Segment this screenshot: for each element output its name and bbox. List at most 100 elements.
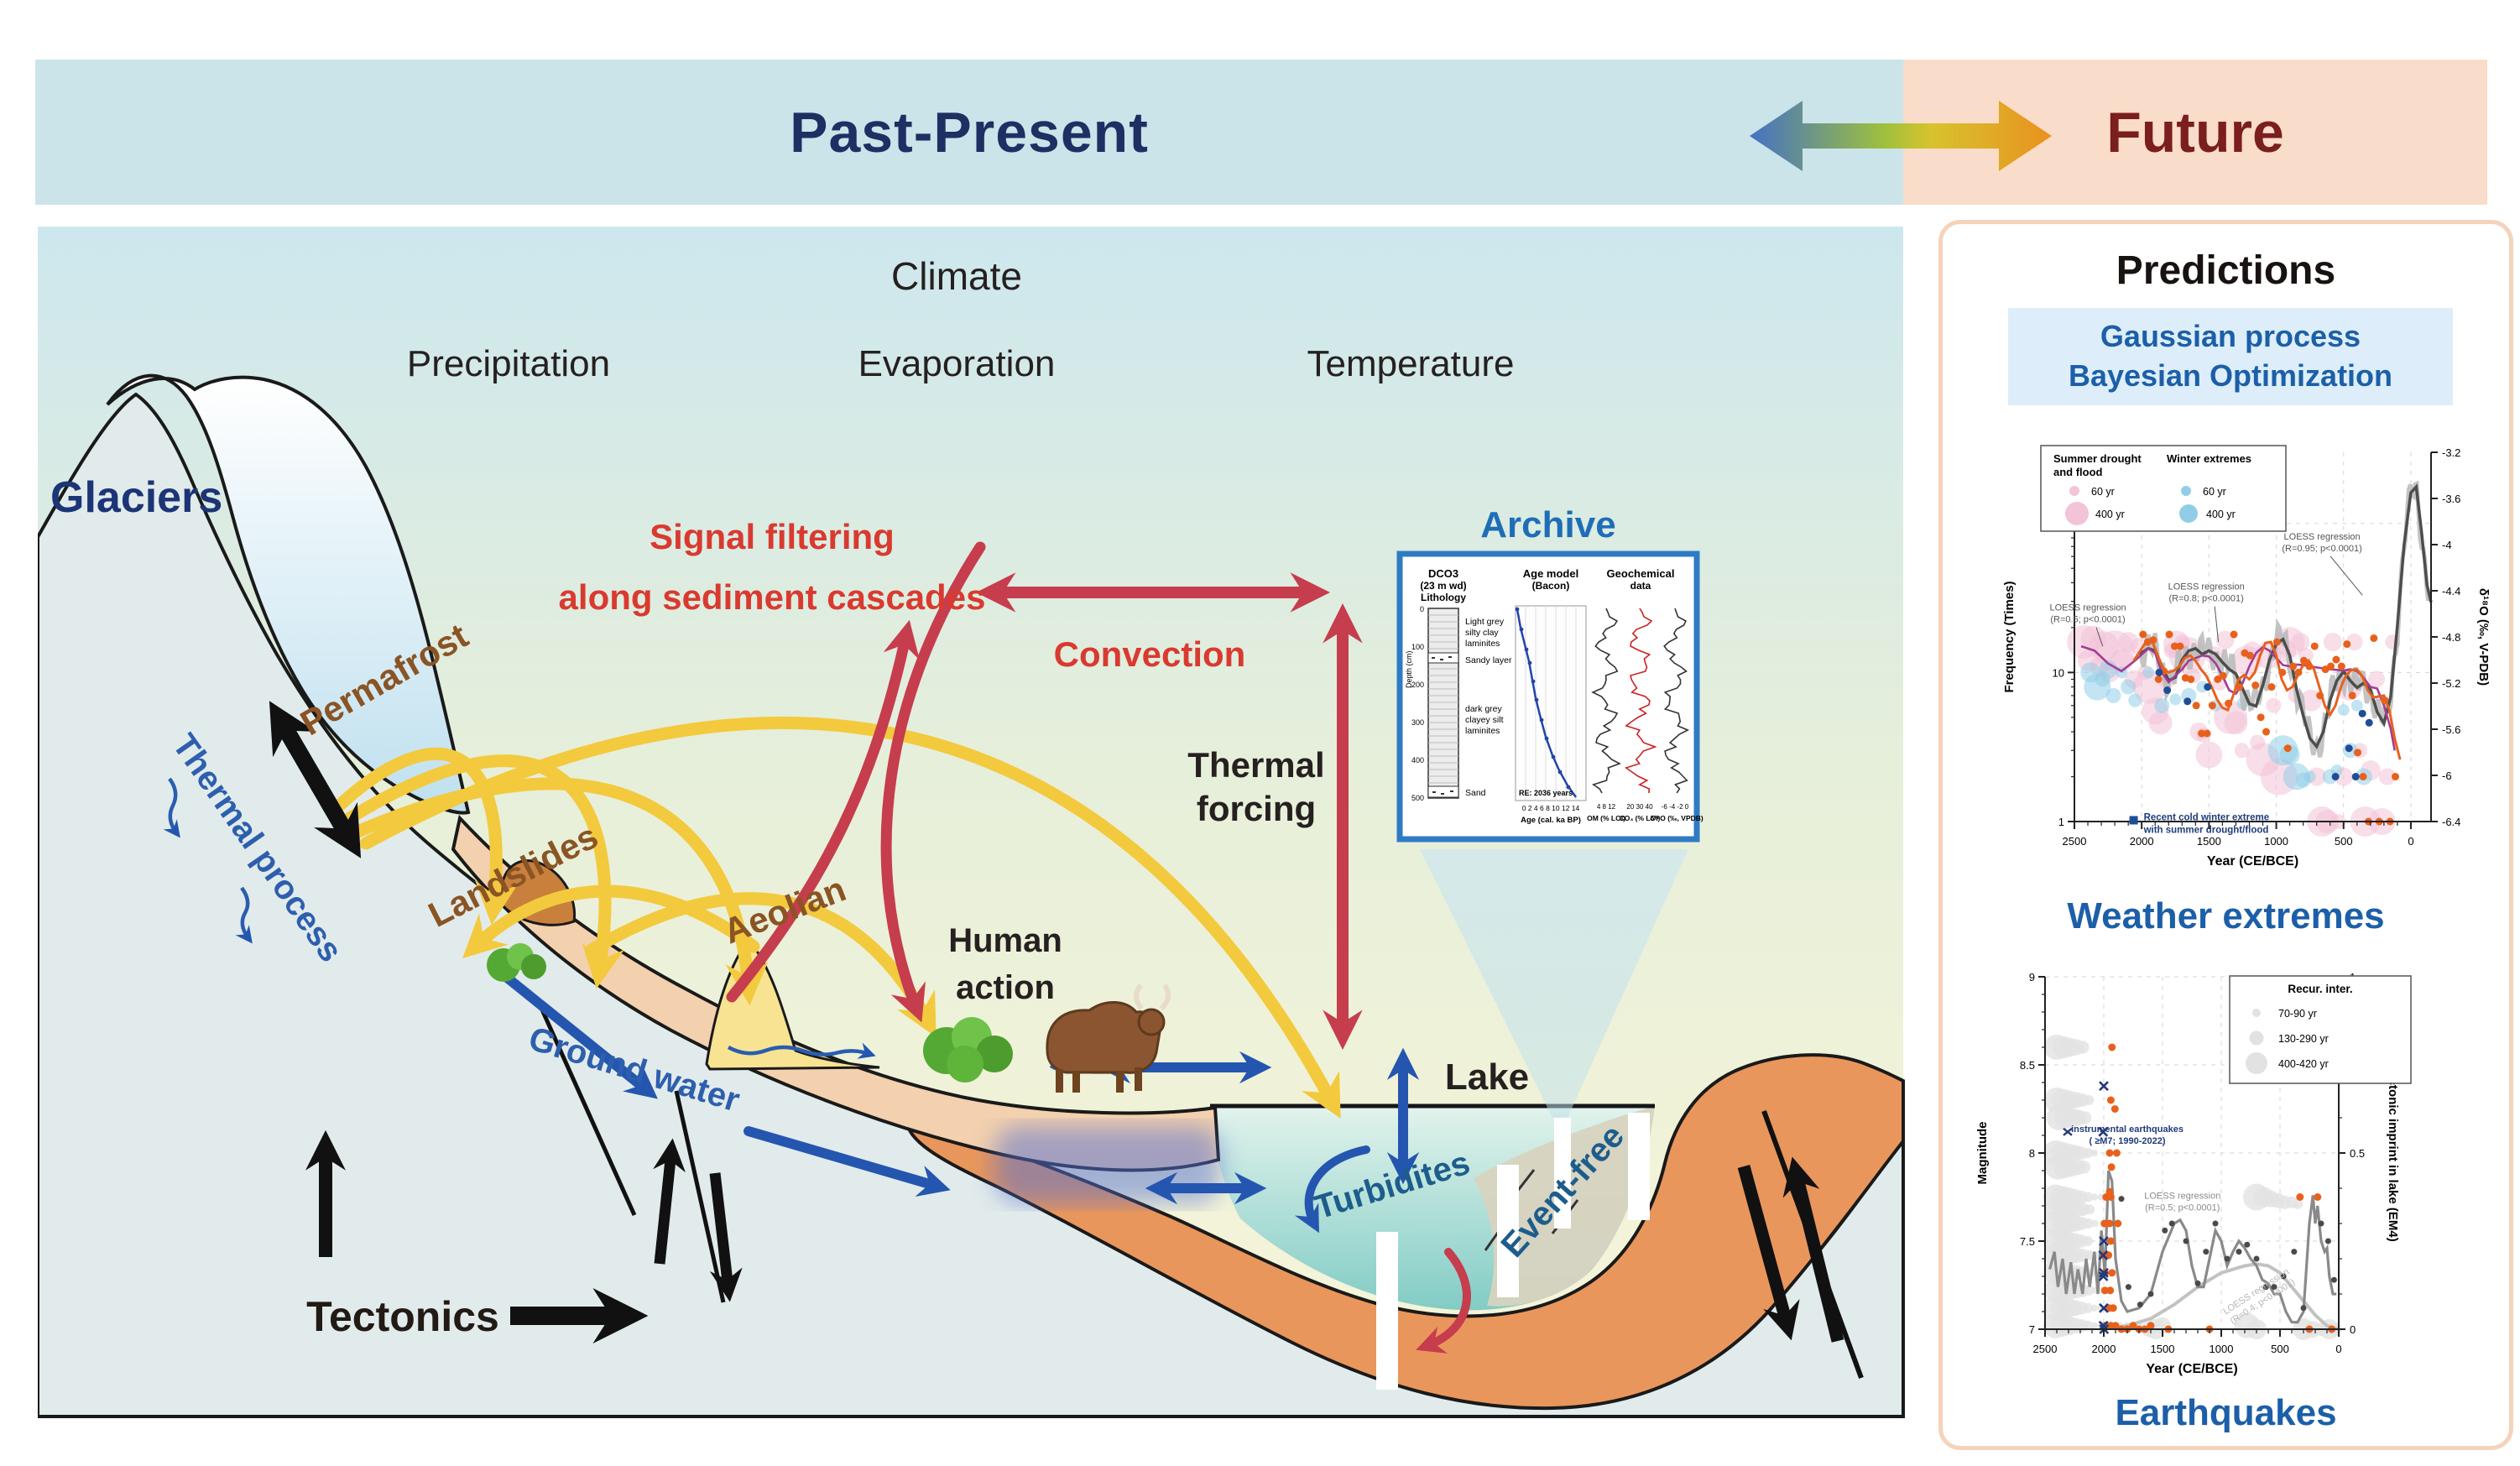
age-model-points xyxy=(1515,607,1571,790)
svg-text:500: 500 xyxy=(2335,835,2353,848)
svg-text:7: 7 xyxy=(2029,1323,2035,1336)
svg-text:4 8 12: 4 8 12 xyxy=(1597,803,1616,811)
svg-text:dark grey: dark grey xyxy=(1465,704,1503,714)
svg-text:Recur. inter.: Recur. inter. xyxy=(2288,983,2352,995)
depth-ticks: 0 100 200 300 400 500 xyxy=(1411,605,1424,802)
svg-text:9: 9 xyxy=(2029,971,2035,983)
yak-icon xyxy=(1046,983,1171,1093)
instrumental-x-markers xyxy=(2098,1081,2110,1334)
svg-text:Summer drought: Summer drought xyxy=(2053,452,2142,465)
svg-text:0: 0 xyxy=(2350,1323,2356,1336)
svg-text:δ¹⁸O (‰, V-PDB): δ¹⁸O (‰, V-PDB) xyxy=(2476,588,2491,686)
age-plot-box xyxy=(1515,605,1587,801)
svg-text:Frequency (Times): Frequency (Times) xyxy=(2002,581,2017,692)
svg-text:-6.4: -6.4 xyxy=(2442,816,2460,828)
label-temperature: Temperature xyxy=(1307,343,1514,384)
svg-text:1500: 1500 xyxy=(2151,1343,2175,1355)
predictions-panel: Predictions Gaussian process Bayesian Op… xyxy=(1938,220,2513,1450)
svg-text:400-420 yr: 400-420 yr xyxy=(2278,1058,2329,1070)
age-axis-label: Age (cal. ka BP) xyxy=(1521,816,1581,825)
svg-text:OM (% LOI): OM (% LOI) xyxy=(1587,814,1625,822)
svg-text:400 yr: 400 yr xyxy=(2095,509,2125,520)
orange-dots xyxy=(2100,1043,2336,1333)
label-convection: Convection xyxy=(1054,634,1246,674)
svg-text:200: 200 xyxy=(1411,681,1424,689)
svg-text:20 30 40: 20 30 40 xyxy=(1626,803,1653,811)
svg-text:500: 500 xyxy=(2271,1343,2289,1355)
age-model-sub: (Bacon) xyxy=(1532,580,1570,592)
label-human-action-2: action xyxy=(956,969,1055,1006)
svg-text:and flood: and flood xyxy=(2053,466,2103,478)
svg-text:with summer drought/flood: with summer drought/flood xyxy=(2143,825,2269,835)
sediment-cores xyxy=(1376,1113,1650,1390)
label-thermal-forcing-1: Thermal xyxy=(1187,745,1324,785)
svg-text:silty clay: silty clay xyxy=(1465,628,1499,638)
svg-text:laminites: laminites xyxy=(1465,639,1500,649)
svg-text:LOESS regression: LOESS regression xyxy=(2168,582,2245,592)
svg-text:0: 0 xyxy=(2408,835,2413,848)
fault-up-arrow-right xyxy=(1782,1156,1844,1343)
svg-text:130-290 yr: 130-290 yr xyxy=(2278,1033,2329,1045)
label-lake: Lake xyxy=(1445,1056,1529,1098)
past-present-banner: Past-Present xyxy=(35,60,1903,205)
method-line-1: Gaussian process xyxy=(2100,319,2361,354)
geochem-axis-labels: OM (% LOI) CO₃ (% LOI) δ¹⁸O (‰, VPDB) xyxy=(1587,814,1703,822)
svg-text:7.5: 7.5 xyxy=(2020,1235,2035,1248)
svg-text:-5.6: -5.6 xyxy=(2442,723,2460,736)
svg-text:-3.2: -3.2 xyxy=(2442,446,2460,459)
label-precipitation: Precipitation xyxy=(407,343,610,384)
svg-text:2500: 2500 xyxy=(2033,1343,2058,1355)
svg-text:CO₃ (% LOI): CO₃ (% LOI) xyxy=(1620,814,1661,822)
svg-text:Recent cold winter extreme: Recent cold winter extreme xyxy=(2144,812,2270,822)
age-ticks: 0 2 4 6 8 10 12 14 xyxy=(1522,804,1580,812)
svg-text:δ¹⁸O (‰, VPDB): δ¹⁸O (‰, VPDB) xyxy=(1650,814,1703,822)
svg-text:10: 10 xyxy=(2053,666,2064,679)
fault-up-arrow-mid xyxy=(653,1138,686,1265)
svg-text:-4: -4 xyxy=(2442,539,2452,551)
signal-forcing-arrows xyxy=(726,541,1471,1354)
section-base xyxy=(38,1418,1903,1439)
svg-text:Year (CE/BCE): Year (CE/BCE) xyxy=(2146,1362,2237,1376)
svg-text:0.5: 0.5 xyxy=(2350,1147,2365,1160)
sediment-transport-arrows xyxy=(331,717,1341,1119)
lithology-labels: Light grey silty clay laminites Sandy la… xyxy=(1465,617,1512,798)
label-thermal-forcing-2: forcing xyxy=(1197,789,1316,828)
geochem-sub: data xyxy=(1630,580,1651,592)
label-archive: Archive xyxy=(1480,504,1615,545)
svg-text:500: 500 xyxy=(1411,794,1424,802)
sandy-layer-upper xyxy=(1427,652,1459,664)
label-climate: Climate xyxy=(891,254,1022,298)
weather-extremes-chart: 11010025002000150010005000-3.2-3.6-4-4.4… xyxy=(2002,445,2491,869)
sand-dots xyxy=(1432,656,1453,795)
svg-text:( ≥M7; 1990-2022): ( ≥M7; 1990-2022) xyxy=(2089,1136,2165,1146)
sand-layer-base xyxy=(1427,785,1459,798)
svg-text:-4.8: -4.8 xyxy=(2442,631,2460,644)
svg-text:2000: 2000 xyxy=(2092,1343,2116,1355)
method-box: Gaussian process Bayesian Optimization xyxy=(2008,308,2453,405)
weather-caption: Weather extremes xyxy=(2067,895,2385,936)
vegetation-bush-right xyxy=(923,1017,1013,1083)
predictions-title: Predictions xyxy=(2116,248,2336,293)
svg-text:1000: 1000 xyxy=(2264,835,2288,848)
label-glaciers: Glaciers xyxy=(50,473,222,522)
svg-text:(R=0.8; p<0.0001): (R=0.8; p<0.0001) xyxy=(2169,594,2244,604)
age-model-header: Age model xyxy=(1523,567,1578,580)
archive-projection-beam xyxy=(1420,849,1688,1118)
svg-text:1500: 1500 xyxy=(2197,835,2221,848)
earthquakes-caption: Earthquakes xyxy=(2115,1392,2337,1433)
loess-dark xyxy=(2048,1170,2337,1324)
past-present-title: Past-Present xyxy=(790,100,1149,164)
svg-text:-3.6: -3.6 xyxy=(2442,493,2460,505)
geochem-curves xyxy=(1591,608,1690,794)
svg-text:-5.2: -5.2 xyxy=(2442,677,2460,690)
svg-text:300: 300 xyxy=(1411,718,1424,727)
label-signal-filtering-2: along sediment cascades xyxy=(559,577,986,617)
geochem-ticks: 4 8 12 20 30 40 -6 -4 -2 0 xyxy=(1597,803,1689,811)
navy-dots xyxy=(2155,668,2373,781)
glacier xyxy=(106,373,471,815)
fault-down-arrow-right xyxy=(1737,1165,1800,1341)
geochem-header: Geochemical xyxy=(1607,567,1675,580)
vegetation-bush-left xyxy=(487,943,546,982)
